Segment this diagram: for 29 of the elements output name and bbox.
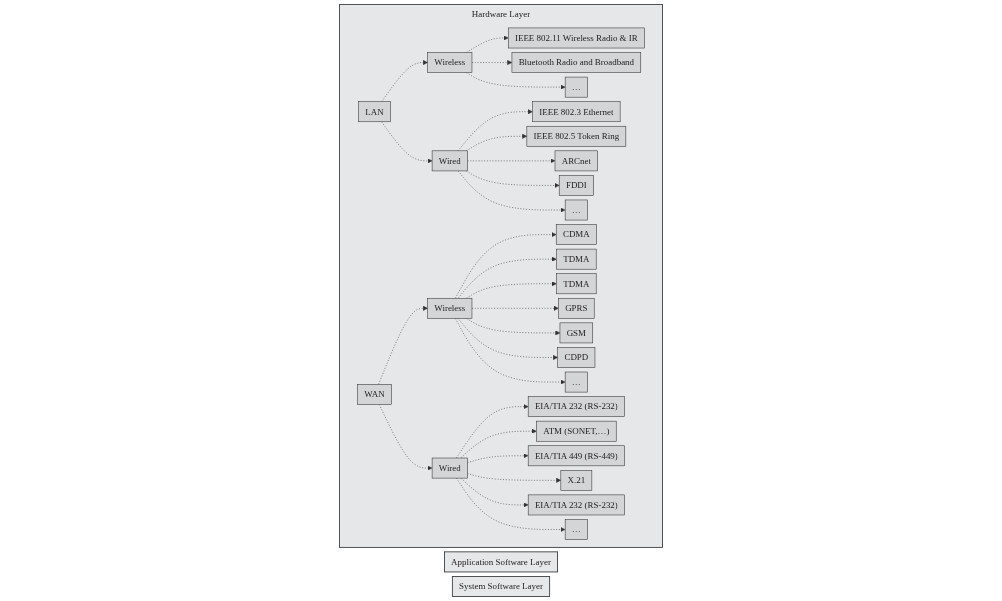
node-box: GPRS <box>558 298 595 319</box>
node-box: EIA/TIA 232 (RS-232) <box>527 396 625 417</box>
node-box: CDMA <box>555 224 597 245</box>
node-box: ATM (SONET,…) <box>536 420 617 442</box>
node-box: … <box>564 76 588 98</box>
node-box: CDPD <box>557 347 596 368</box>
node-box: X.21 <box>560 470 593 491</box>
node-box: Wired <box>431 457 468 479</box>
node-box: EIA/TIA 232 (RS-232) <box>527 494 625 516</box>
node-box: TDMA <box>556 273 597 295</box>
node-box: Wireless <box>427 298 473 319</box>
node-box: … <box>564 519 588 540</box>
node-box: TDMA <box>556 248 597 270</box>
node-box: Wired <box>431 150 468 172</box>
node-box: Bluetooth Radio and Broadband <box>511 52 642 73</box>
node-box: WAN <box>357 384 392 405</box>
node-box: System Software Layer <box>451 576 551 597</box>
node-box: GSM <box>559 322 593 344</box>
node-box: FDDI <box>558 175 594 196</box>
node-box: ARCnet <box>554 150 598 172</box>
node-box: Wireless <box>427 52 473 73</box>
node-box: … <box>564 371 588 393</box>
node-box: IEEE 802.11 Wireless Radio & IR <box>508 27 645 49</box>
node-box: LAN <box>358 101 391 123</box>
node-box: … <box>564 199 588 221</box>
node-box: IEEE 802.5 Token Ring <box>526 125 627 147</box>
node-box: IEEE 802.3 Ethernet <box>532 101 621 123</box>
node-box: EIA/TIA 449 (RS-449) <box>527 445 625 467</box>
node-box: Application Software Layer <box>444 551 558 573</box>
